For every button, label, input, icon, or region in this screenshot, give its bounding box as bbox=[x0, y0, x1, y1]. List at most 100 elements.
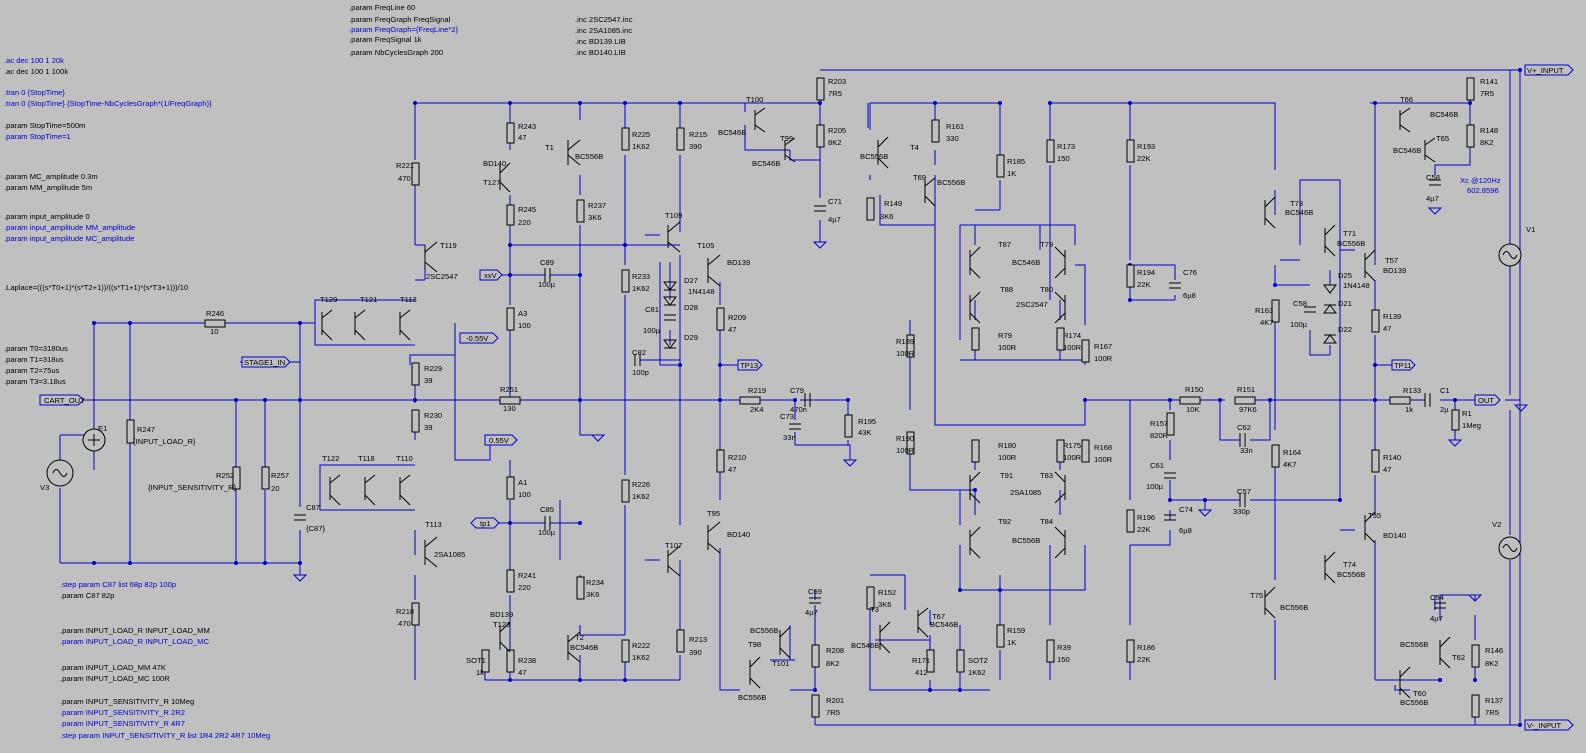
directive: .param T3=3.18us bbox=[4, 377, 66, 386]
component-label: T57 bbox=[1385, 256, 1398, 265]
component-label: T65 bbox=[1436, 134, 1449, 143]
component-label: 1Meg bbox=[1462, 421, 1481, 430]
component-label: 4µ7 bbox=[805, 608, 818, 617]
component-label: 4K7 bbox=[1260, 318, 1274, 327]
component-label: 100R bbox=[998, 453, 1017, 462]
component-label: D21 bbox=[1338, 299, 1352, 308]
component-label: 1K62 bbox=[968, 668, 986, 677]
component-label: C89 bbox=[540, 258, 554, 267]
component-label: 22K bbox=[1137, 655, 1151, 664]
component-label: BD140 bbox=[727, 530, 750, 539]
resistor-body bbox=[506, 476, 515, 500]
component-label: T73 bbox=[1290, 199, 1303, 208]
capacitor-body bbox=[1239, 493, 1246, 507]
component-label: V1 bbox=[1526, 225, 1535, 234]
component-label: R208 bbox=[826, 646, 844, 655]
component-label: T74 bbox=[1343, 560, 1356, 569]
component-label: T55 bbox=[1368, 511, 1381, 520]
resistor-body bbox=[1271, 299, 1280, 323]
resistor-body bbox=[1466, 124, 1475, 148]
component-label: C81 bbox=[645, 305, 659, 314]
transistor-body bbox=[424, 241, 438, 273]
component-label: 20 bbox=[271, 484, 279, 493]
component-label: 100p bbox=[632, 368, 649, 377]
resistor-body bbox=[411, 409, 420, 433]
component-label: T121 bbox=[360, 295, 377, 304]
component-label: R233 bbox=[632, 272, 650, 281]
directive: .param FreqLine 60 bbox=[349, 3, 415, 12]
capacitor-body bbox=[544, 516, 551, 530]
component-label: R225 bbox=[632, 130, 650, 139]
component-label: R150 bbox=[1185, 385, 1203, 394]
component-label: R79 bbox=[998, 331, 1012, 340]
resistor-body bbox=[906, 334, 915, 358]
resistor-body bbox=[1081, 339, 1090, 363]
component-label: 4K7 bbox=[1283, 460, 1297, 469]
transistor-body bbox=[1399, 107, 1411, 133]
component-label: 10K bbox=[1186, 405, 1200, 414]
resistor-body bbox=[1471, 644, 1480, 668]
component-label: 390 bbox=[689, 648, 702, 657]
net-label: xxV bbox=[484, 271, 498, 280]
component-label: C54 bbox=[1430, 593, 1444, 602]
component-label: A3 bbox=[518, 309, 527, 318]
component-label: 2SC2547 bbox=[426, 272, 458, 281]
net-label: V-_INPUT bbox=[1527, 721, 1562, 730]
riaa-constants: .param T0=3180us .param T1=318us .param … bbox=[4, 344, 68, 386]
component-label: 47 bbox=[728, 325, 736, 334]
component-label: BD140 bbox=[1383, 531, 1406, 540]
component-label: T79 bbox=[1040, 240, 1053, 249]
component-label: T118 bbox=[358, 454, 375, 463]
component-label: T66 bbox=[1400, 95, 1413, 104]
component-label: C79 bbox=[790, 386, 804, 395]
component-label: R163 bbox=[1255, 306, 1273, 315]
component-label: 390 bbox=[689, 142, 702, 151]
resistor-body bbox=[1166, 412, 1175, 436]
component-label: 2SA1085 bbox=[1010, 488, 1041, 497]
component-label: BC556B bbox=[1400, 698, 1428, 707]
component-label: BC546B bbox=[570, 643, 598, 652]
resistor-body bbox=[621, 127, 630, 151]
directives-left-top: .ac dec 100 1 20k .ac dec 100 1 100k .tr… bbox=[4, 56, 212, 243]
component-label: T88 bbox=[1000, 285, 1013, 294]
component-label: 1k bbox=[1405, 405, 1413, 414]
transistor-body bbox=[1399, 666, 1411, 699]
component-label: T101 bbox=[772, 659, 789, 668]
capacitor-body bbox=[294, 514, 306, 521]
directive: .param input_amplitude 0 bbox=[4, 212, 90, 221]
ground-icon bbox=[1513, 404, 1529, 412]
component-label: 470 bbox=[398, 619, 411, 628]
directive: .param T0=3180us bbox=[4, 344, 68, 353]
component-label: R1 bbox=[1462, 409, 1472, 418]
component-label: BC546B bbox=[1285, 208, 1313, 217]
transistor-body bbox=[1364, 249, 1376, 282]
component-label: 130 bbox=[503, 404, 516, 413]
component-label: T107 bbox=[665, 541, 682, 550]
directive: .param INPUT_LOAD_R INPUT_LOAD_MC bbox=[60, 637, 209, 646]
component-label: 3K6 bbox=[880, 212, 894, 221]
component-label: T113 bbox=[400, 295, 417, 304]
component-label: 47 bbox=[1383, 324, 1391, 333]
component-label: T99 bbox=[780, 134, 793, 143]
component-label: R243 bbox=[518, 122, 536, 131]
component-label: T80 bbox=[1040, 285, 1053, 294]
resistor-body bbox=[676, 629, 685, 653]
resistor-body bbox=[866, 586, 875, 610]
component-label: BC556B bbox=[1012, 536, 1040, 545]
component-label: 8K2 bbox=[828, 138, 842, 147]
resistor-body bbox=[481, 649, 490, 673]
component-label: 22K bbox=[1137, 525, 1151, 534]
net-flag-vminus bbox=[1524, 719, 1574, 731]
component-label: R189 bbox=[896, 337, 914, 346]
component-label: 22K bbox=[1137, 280, 1151, 289]
component-label: T100 bbox=[746, 95, 763, 104]
ground-icon bbox=[812, 241, 828, 249]
net-flag-out bbox=[1474, 394, 1501, 406]
component-label: SOT2 bbox=[968, 656, 988, 665]
directives-top-mid: .param FreqLine 60 .param FreqGraph Freq… bbox=[349, 3, 459, 57]
component-label: BC556B bbox=[575, 152, 603, 161]
resistors bbox=[126, 77, 1480, 718]
component-label: BC556B bbox=[738, 693, 766, 702]
component-label: 100R bbox=[1094, 354, 1113, 363]
